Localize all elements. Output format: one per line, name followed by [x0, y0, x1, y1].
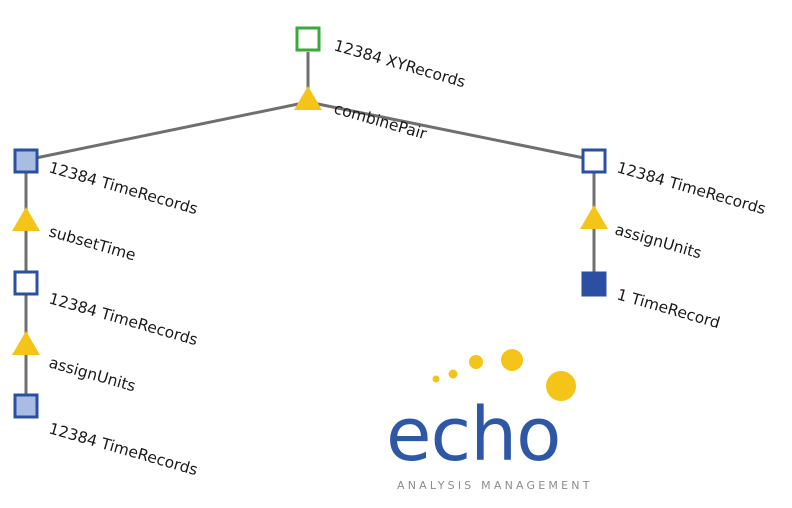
dataset-solid-square-icon[interactable]: [581, 271, 607, 297]
dataset-light-square-icon[interactable]: [13, 393, 39, 419]
logo-dot-icon: [432, 375, 440, 383]
left-subset-node-label: subsetTime: [47, 223, 138, 265]
logo-dot-icon: [448, 369, 458, 379]
operation-triangle-icon[interactable]: [12, 207, 40, 231]
operation-triangle-icon[interactable]: [580, 205, 608, 229]
edge-combine-right: [307, 100, 595, 162]
logo-wordmark: echo: [386, 392, 560, 478]
combine-node-label: combinePair: [332, 100, 429, 144]
logo-dot-icon: [546, 371, 576, 401]
dataset-green-square-icon[interactable]: [295, 26, 321, 52]
left-bottom-node-label: 12384 TimeRecords: [47, 420, 200, 480]
right-top-node-label: 12384 TimeRecords: [615, 159, 768, 219]
operation-triangle-icon[interactable]: [294, 86, 322, 110]
right-assign-node-label: assignUnits: [613, 221, 704, 263]
operation-triangle-icon[interactable]: [12, 331, 40, 355]
dataset-light-square-icon[interactable]: [13, 148, 39, 174]
right-bottom-node-label: 1 TimeRecord: [615, 286, 722, 333]
dataset-outline-square-icon[interactable]: [13, 270, 39, 296]
root-node-label: 12384 XYRecords: [332, 37, 468, 92]
logo-dot-icon: [501, 349, 523, 371]
logo-subtitle: ANALYSIS MANAGEMENT: [397, 479, 593, 492]
edge-combine-left: [25, 100, 309, 162]
dataset-outline-square-icon[interactable]: [581, 148, 607, 174]
logo-dot-icon: [469, 355, 483, 369]
left-assign-node-label: assignUnits: [47, 354, 138, 396]
left-mid-node-label: 12384 TimeRecords: [47, 290, 200, 350]
echo-logo: echo ANALYSIS MANAGEMENT: [386, 349, 593, 492]
left-top-node-label: 12384 TimeRecords: [47, 159, 200, 219]
